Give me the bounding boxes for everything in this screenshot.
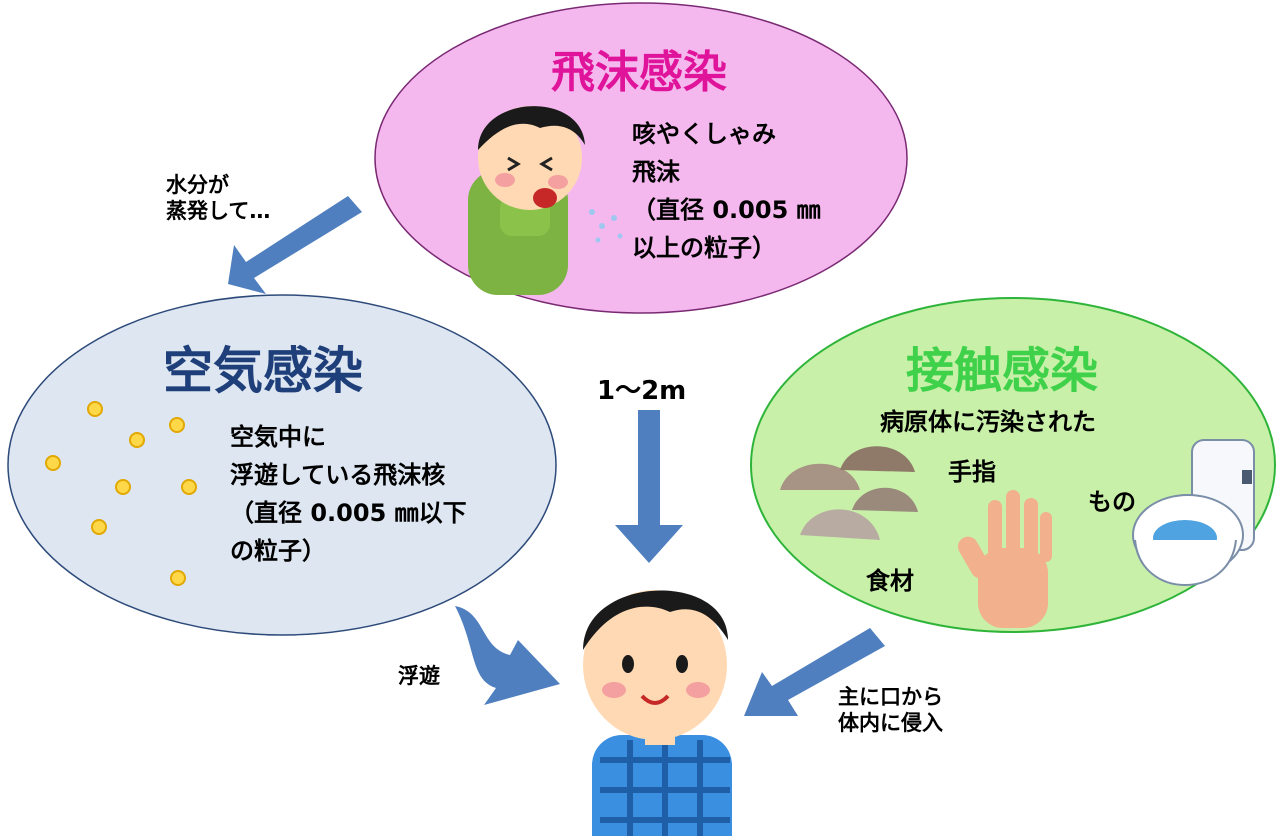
- contact-item-fingers: 手指: [948, 458, 996, 486]
- airborne-line: （直径 0.005 ㎜以下: [230, 499, 467, 527]
- coughing-boy-illustration: [468, 106, 623, 295]
- nucleus-dot: [87, 401, 103, 417]
- contact-arrow: [744, 628, 885, 716]
- droplet-line: （直径 0.005 ㎜: [632, 196, 821, 224]
- airborne-line: 浮遊している飛沫核: [230, 461, 446, 489]
- toilet-illustration: [1132, 439, 1255, 586]
- droplet-nuclei-dots: [45, 401, 197, 586]
- floating-arrow: [455, 606, 560, 705]
- hand-illustration: [958, 490, 1052, 628]
- airborne-line: 空気中に: [230, 423, 326, 451]
- nucleus-dot: [115, 479, 131, 495]
- person-illustration: [583, 590, 732, 836]
- nucleus-dot: [129, 432, 145, 448]
- distance-label: 1～2m: [597, 376, 687, 406]
- droplet-line: 咳やくしゃみ: [632, 120, 776, 148]
- droplet-line: 以上の粒子）: [632, 234, 776, 262]
- floating-label: 浮遊: [398, 664, 440, 688]
- mouth-entry-label: 主に口から 体内に侵入: [838, 685, 943, 735]
- droplet-description: 咳やくしゃみ 飛沫 （直径 0.005 ㎜ 以上の粒子）: [632, 115, 821, 267]
- evaporation-label: 水分が 蒸発して…: [166, 173, 271, 223]
- nucleus-dot: [91, 519, 107, 535]
- contact-item-food: 食材: [866, 567, 914, 595]
- nucleus-dot: [169, 417, 185, 433]
- clams-illustration: [780, 446, 918, 540]
- nucleus-dot: [170, 570, 186, 586]
- nucleus-dot: [181, 479, 197, 495]
- droplet-title: 飛沫感染: [551, 47, 727, 98]
- nucleus-dot: [45, 455, 61, 471]
- airborne-line: の粒子）: [230, 537, 326, 565]
- droplet-line: 飛沫: [632, 158, 680, 186]
- contact-subtitle: 病原体に汚染された: [880, 408, 1096, 436]
- airborne-title: 空気感染: [163, 342, 363, 400]
- evaporation-arrow: [228, 196, 362, 294]
- airborne-bubble: [7, 294, 557, 636]
- distance-arrow: [615, 410, 683, 563]
- contact-item-things: もの: [1088, 488, 1136, 516]
- airborne-description: 空気中に 浮遊している飛沫核 （直径 0.005 ㎜以下 の粒子）: [230, 418, 467, 570]
- contact-title: 接触感染: [906, 343, 1099, 399]
